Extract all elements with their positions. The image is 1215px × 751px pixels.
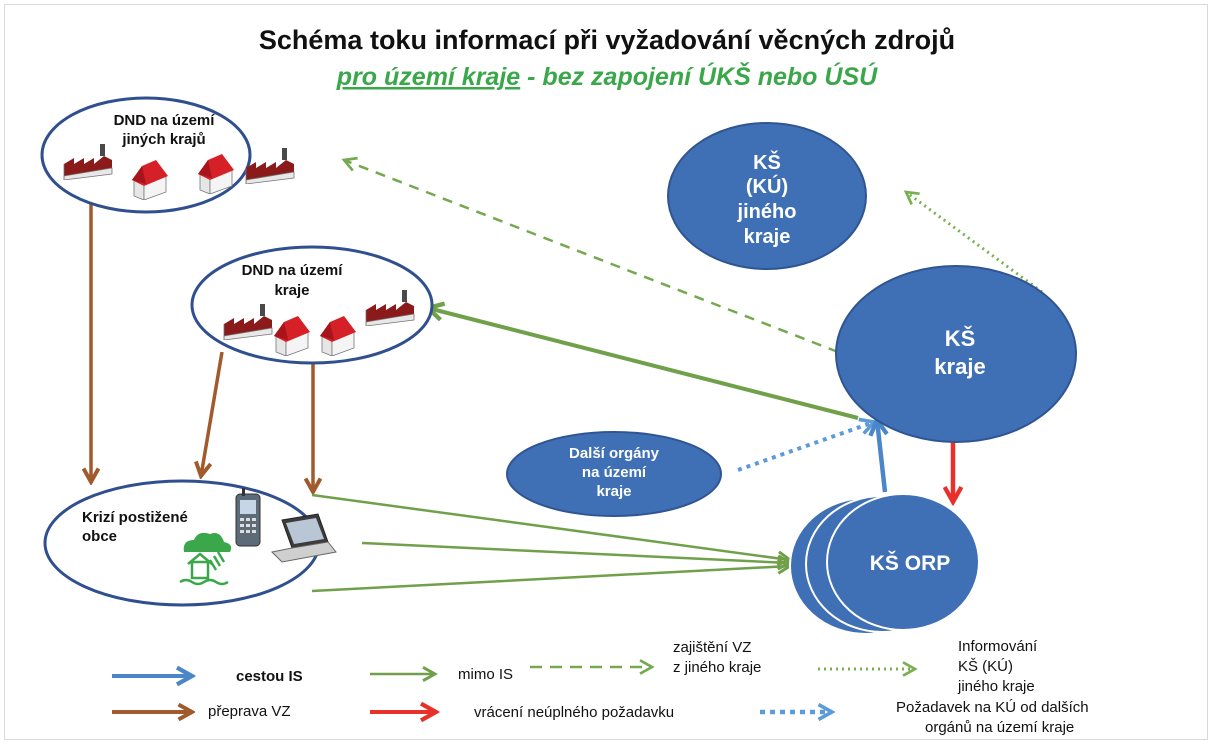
arrow-affected-to-orp-1 [311, 493, 790, 560]
other-bodies-line-1: Další orgány [569, 445, 660, 462]
other-bodies-line-3: kraje [596, 483, 631, 500]
legend-return-incomplete: vrácení neúplného požadavku [474, 704, 674, 721]
arrow-ks-region-to-dnd-other [344, 160, 839, 354]
arrow-ks-region-to-dnd-region [428, 308, 859, 420]
arrow-affected-to-orp-3 [311, 566, 790, 593]
ks-other-line-1: KŠ [753, 150, 781, 174]
ks-other-line-4: kraje [744, 226, 791, 248]
node-dnd-other-regions: DND na území jiných krajů [40, 96, 295, 214]
other-bodies-line-2: na území [582, 464, 647, 481]
arrow-affected-to-orp-2 [361, 541, 790, 563]
diagram-subtitle: pro území kraje - bez zapojení ÚKŠ nebo … [336, 61, 878, 91]
subtitle-underlined: pro území kraje [336, 63, 520, 91]
arrow-dnd-region-to-affected-left [201, 351, 224, 476]
node-other-bodies: Další orgány na území kraje [506, 431, 722, 517]
node-affected-municipalities: Krizí postižené obce [43, 479, 337, 607]
factory-icon [245, 148, 295, 184]
arrow-ks-region-to-ks-other [906, 192, 1043, 294]
legend-securing-vz-2: z jiného kraje [673, 659, 761, 676]
legend-transport: přeprava VZ [208, 703, 291, 720]
mobile-phone-icon [235, 488, 261, 547]
dnd-other-line-1: DND na území [114, 112, 216, 129]
affected-line-2: obce [82, 528, 117, 545]
ks-orp-label: KŠ ORP [870, 551, 951, 575]
legend-request-2: orgánů na území kraje [925, 719, 1074, 736]
node-ks-region: KŠ kraje [835, 265, 1077, 443]
ks-region-line-2: kraje [934, 354, 985, 379]
dnd-region-line-2: kraje [274, 282, 309, 299]
legend-informing-1: Informování [958, 638, 1038, 655]
legend-outside-is: mimo IS [458, 666, 513, 683]
subtitle-rest: - bez zapojení ÚKŠ nebo ÚSÚ [520, 61, 878, 91]
laptop-icon [270, 513, 337, 563]
ks-other-line-3: jiného [737, 201, 797, 223]
legend-via-is: cestou IS [236, 668, 303, 685]
legend-request-1: Požadavek na KÚ od dalších [896, 699, 1089, 716]
legend-securing-vz-1: zajištění VZ [673, 639, 751, 656]
node-ks-other-region: KŠ (KÚ) jiného kraje [667, 122, 867, 270]
node-ks-orp: KŠ ORP [789, 493, 980, 635]
arrow-orp-to-ks-region [877, 420, 885, 493]
legend-informing-2: KŠ (KÚ) [958, 658, 1013, 675]
arrow-other-bodies-to-ks-region [737, 422, 874, 472]
dnd-other-line-2: jiných krajů [121, 131, 205, 148]
ks-region-line-1: KŠ [945, 326, 976, 351]
legend: cestou IS mimo IS zajištění VZ z jiného … [112, 638, 1089, 736]
diagram-title: Schéma toku informací při vyžadování věc… [259, 25, 955, 55]
flood-icon [179, 532, 232, 586]
legend-informing-3: jiného kraje [957, 678, 1035, 695]
node-dnd-region: DND na území kraje [190, 245, 434, 365]
dnd-region-line-1: DND na území [242, 262, 344, 279]
affected-line-1: Krizí postižené [82, 509, 188, 526]
ks-other-line-2: (KÚ) [746, 174, 788, 198]
